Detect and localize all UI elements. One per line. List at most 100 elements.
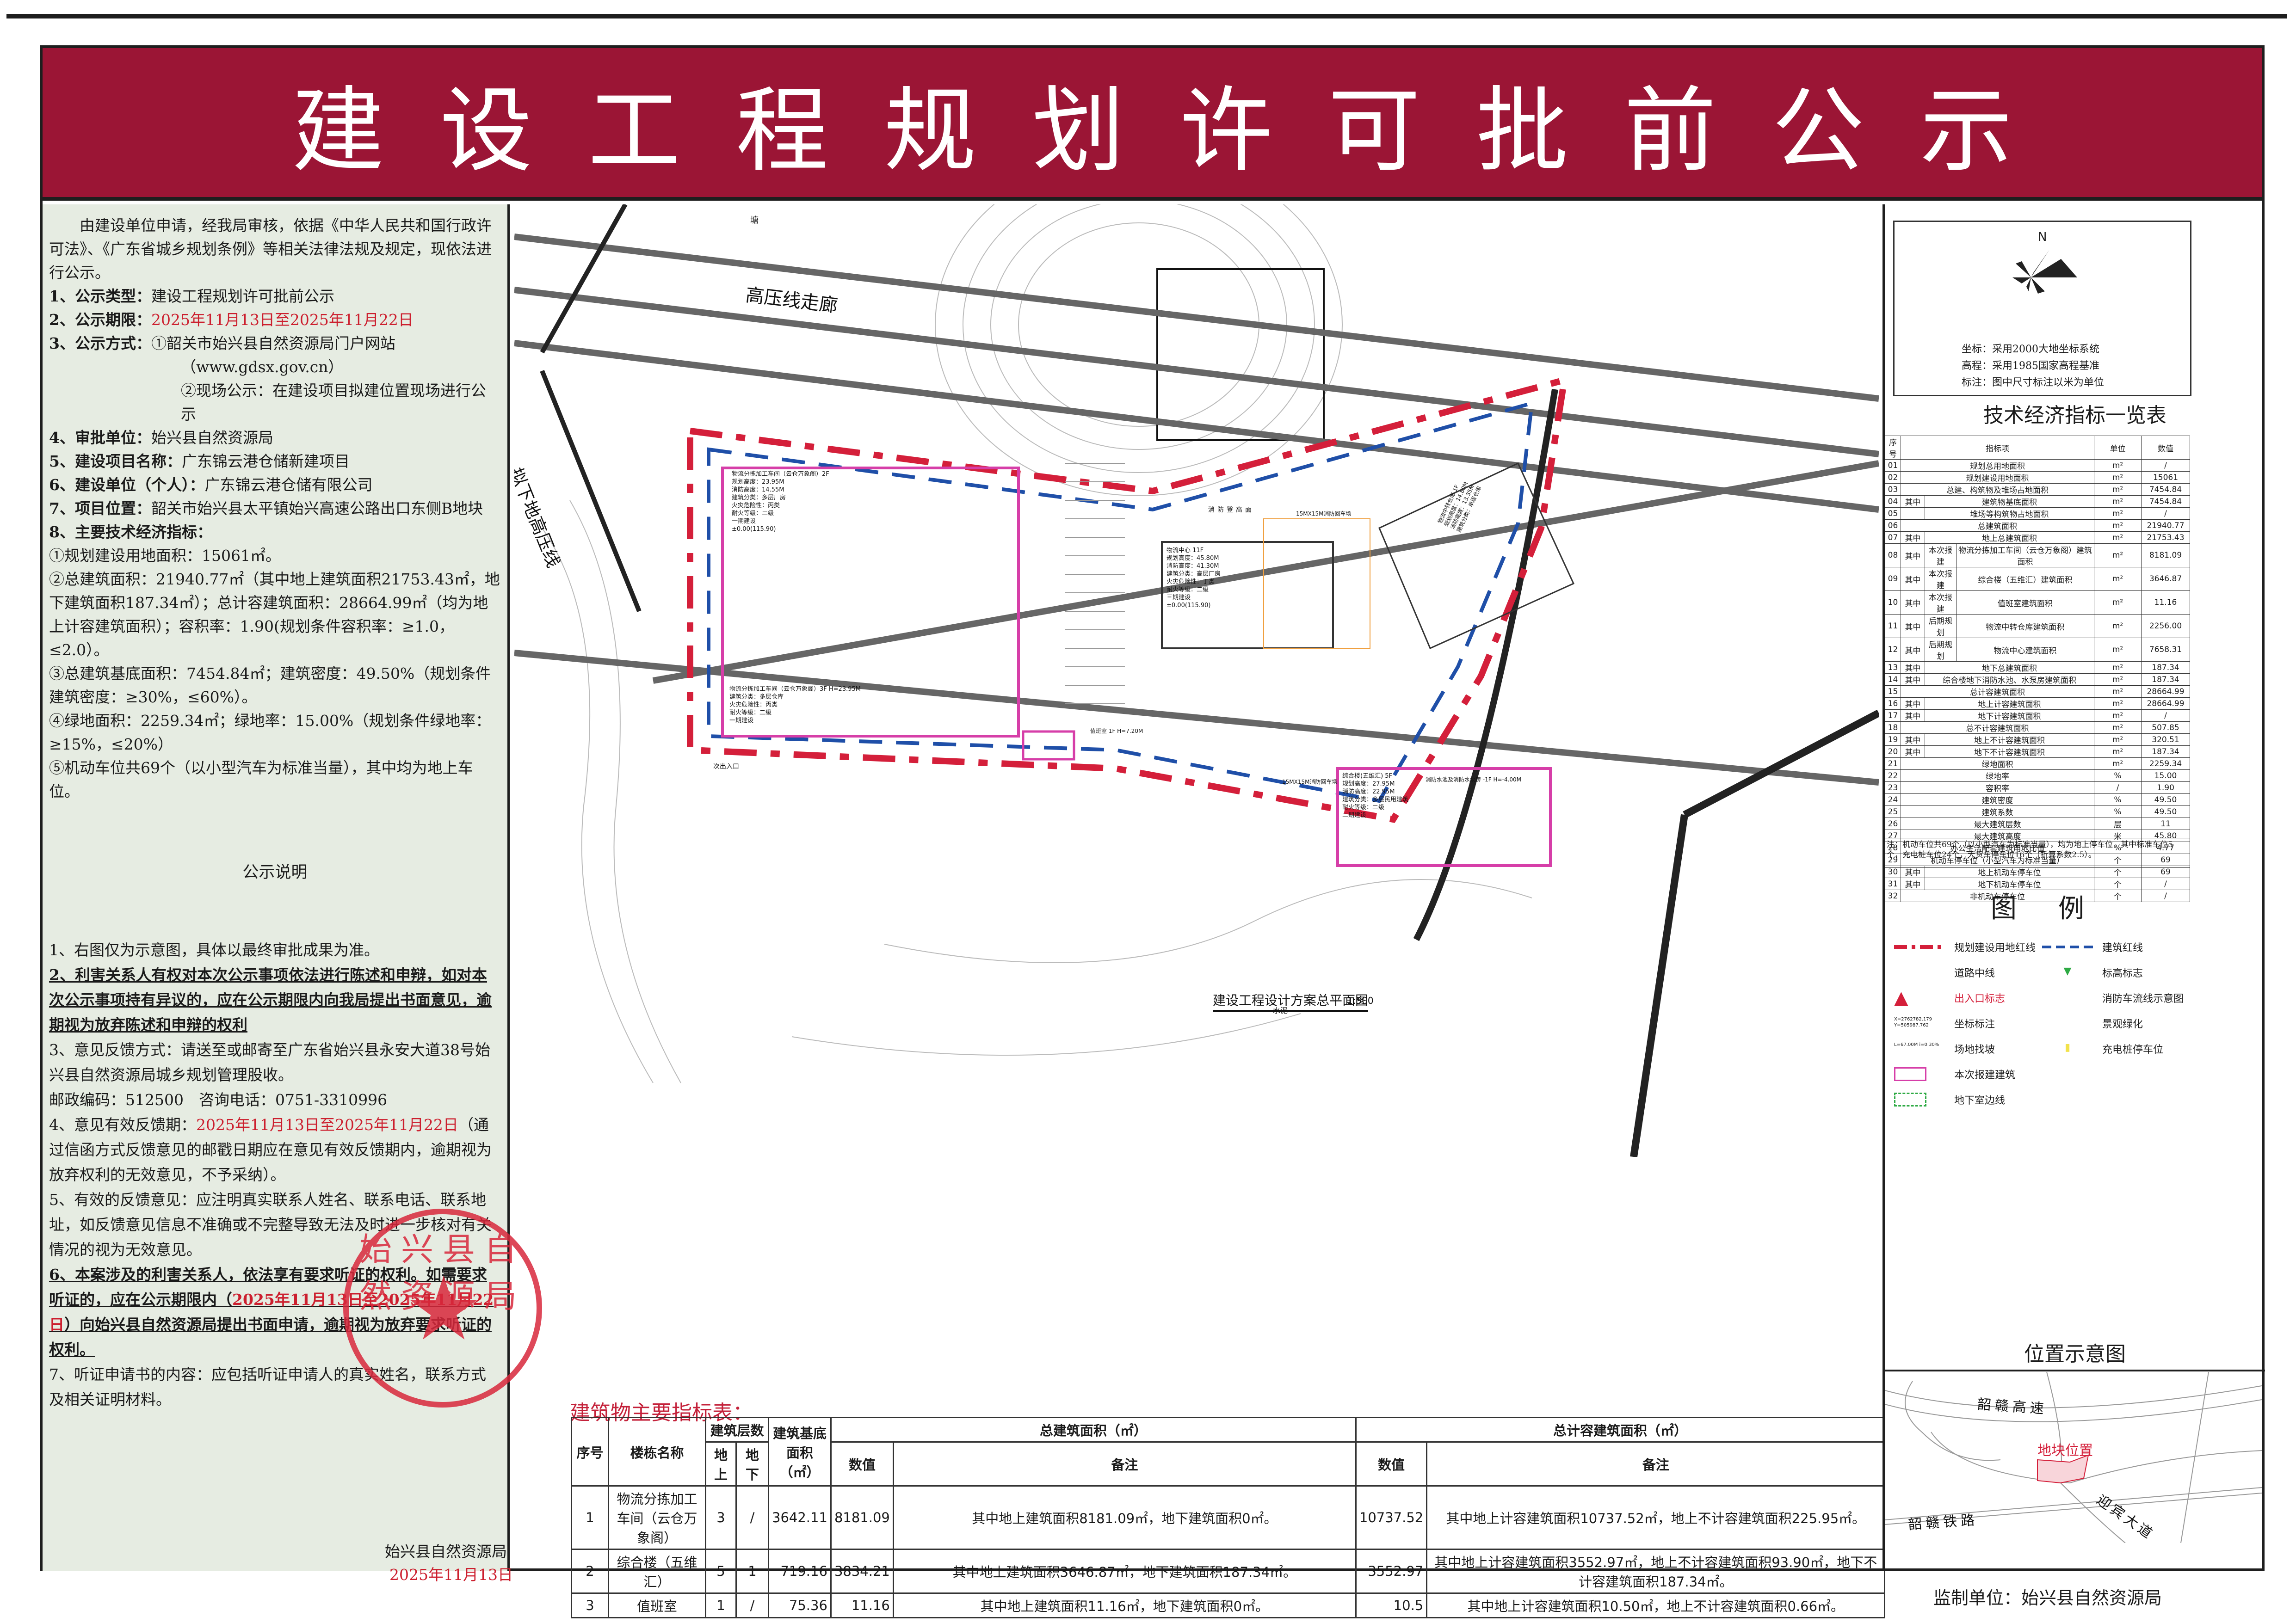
turnaround-label-1: 15MX15M消防回车场: [1296, 510, 1352, 517]
legend-item: 规划建设用地红线: [1894, 940, 2036, 954]
location-map-title: 位置示意图: [1885, 1337, 2265, 1371]
building-transfer-warehouse: [1378, 462, 1574, 649]
top-rule: [6, 14, 2287, 18]
tech-table-note: 注：机动车位共69个（以小型汽车为标准当量），均为地上停车位，其中标准车位5个，…: [1885, 838, 2190, 868]
pond-label: 塘: [750, 215, 759, 225]
location-map: 韶赣高速 韶赣铁路 迎宾大道 地块位置: [1884, 1371, 2262, 1543]
building-label-warehouse-3f: 物流分拣加工车间（云仓万象阁）3F H=23.95M 建筑分类：多层仓库 火灾危…: [729, 686, 861, 724]
indicator-2: ②总建筑面积：21940.77㎡（其中地上建筑面积21753.43㎡，地下建筑面…: [49, 570, 500, 659]
note-2: 2、利害关系人有权对本次公示事项依法进行陈述和申辩，如对本次公示事项持有异议的，…: [49, 966, 492, 1034]
building-label-office: 综合楼(五维汇) 5F 规划高度：27.95M 消防高度：22.95M 建筑分类…: [1342, 773, 1409, 819]
legend-item: 建筑红线: [2042, 940, 2143, 954]
notice-item-type: 1、公示类型：建设工程规划许可批前公示: [49, 287, 334, 305]
building-indicator-table: 序号 楼栋名称 建筑层数 建筑基底面积（㎡） 总建筑面积（㎡） 总计容建筑面积（…: [571, 1417, 1886, 1618]
building-logistics-center: [1161, 541, 1334, 649]
indicator-1: ①规划建设用地面积：15061㎡。: [49, 547, 281, 565]
elevation-marker-icon: ▼: [2063, 965, 2072, 977]
building-label-logistics-center: 物流中心 11F 规划高度：45.80M 消防高度：41.30M 建筑分类：高层…: [1167, 547, 1221, 609]
notice-board: 建设工程规划许可批前公示 由建设单位申请，经我局审核，依据《中华人民共和国行政许…: [40, 45, 2265, 1618]
note-4: 4、意见有效反馈期：2025年11月13日至2025年11月22日（通过信函方式…: [49, 1116, 492, 1184]
signature: 始兴县自然资源局: [385, 1543, 507, 1561]
site-plan: 高压线走廊 拟下地高压线 塘 水泥 物流分拣加工车间（云仓万象阁）2F 规划高度…: [514, 204, 1879, 1157]
plan-scale: 1:500: [1347, 995, 1374, 1006]
notice-text-panel: 由建设单位申请，经我局审核，依据《中华人民共和国行政许可法》、《广东省城乡规划条…: [43, 204, 510, 1571]
period-dates: 2025年11月13日至2025年11月22日: [151, 311, 414, 329]
notes-title: 公示说明: [242, 863, 308, 882]
legend-item: ▮ 充电桩停车位: [2042, 1041, 2163, 1056]
legend-item: ▲ 出入口标志: [1894, 987, 2006, 1008]
legend-item: ▼ 标高标志: [2042, 965, 2143, 980]
note-3: 3、意见反馈方式：请送至或邮寄至广东省始兴县永安大道38号始兴县自然资源局城乡规…: [49, 1041, 490, 1084]
notice-item-approver: 4、审批单位：始兴县自然资源局: [49, 429, 273, 447]
star-icon: ★: [404, 1258, 483, 1360]
location-map-drawing: [1884, 1371, 2262, 1543]
plan-title: 建设工程设计方案总平面图: [1213, 990, 1369, 1012]
legend-item: 道路中线: [1894, 965, 1995, 980]
legend-item: L=67.00M i=0.30% 场地找坡: [1894, 1042, 1995, 1056]
signature-date: 2025年11月13日: [389, 1566, 513, 1584]
north-arrow-box: N 坐标：采用2000大地坐标系统 高程：采用1985国家高程基准 标注：图中尺…: [1893, 221, 2191, 396]
note-1: 1、右图仅为示意图，具体以最终审批成果为准。: [49, 941, 379, 959]
legend-title: 图例: [1991, 894, 2126, 924]
fire-route-icon: [2042, 991, 2093, 1005]
road-centerline-icon: [1894, 965, 1945, 979]
legend-item: 地下室边线: [1894, 1092, 2005, 1107]
official-seal: 始兴县自然资源局 ★: [343, 1209, 542, 1408]
notice-item-location: 7、项目位置：韶关市始兴县太平镇始兴高速公路出口东侧B地块: [49, 499, 483, 517]
site-plan-drawing: [514, 204, 1879, 1157]
table-row: 1 物流分拣加工车间（云仓万象阁） 3 / 3642.11 8181.09 其中…: [571, 1485, 1886, 1550]
notice-intro: 由建设单位申请，经我局审核，依据《中华人民共和国行政许可法》、《广东省城乡规划条…: [49, 216, 492, 282]
seal-text: 始兴县自然资源局: [359, 1230, 526, 1315]
indicator-3: ③总建筑基底面积：7454.84㎡；建筑密度：49.50%（规划条件建筑密度：≥…: [49, 664, 491, 706]
blue-dash-line-icon: [2042, 946, 2093, 948]
page-title: 建设工程规划许可批前公示: [291, 77, 2068, 185]
new-building-box-icon: [1894, 1067, 1926, 1081]
site-location-label: 地块位置: [2037, 1443, 2093, 1459]
notice-item-method: 3、公示方式：①韶关市始兴县自然资源局门户网站: [49, 334, 395, 352]
red-dashdot-line-icon: [1894, 945, 1945, 949]
basement-boundary-icon: [1894, 1093, 1926, 1107]
table-row: 2 综合楼（五维汇） 5 1 719.16 3834.21 其中地上建筑面积36…: [571, 1549, 1886, 1594]
building-office: [1336, 767, 1552, 867]
building-label-warehouse: 物流分拣加工车间（云仓万象阁）2F 规划高度：23.95M 消防高度：14.55…: [732, 471, 829, 533]
website-link[interactable]: （www.gdsx.gov.cn）: [181, 358, 344, 376]
right-panel: N 坐标：采用2000大地坐标系统 高程：采用1985国家高程基准 标注：图中尺…: [1882, 204, 2265, 1571]
footer-supervisor: 监制单位：始兴县自然资源局: [1933, 1588, 2162, 1608]
north-arrow-icon: [2012, 250, 2077, 294]
entrance-triangle-icon: ▲: [1894, 987, 1908, 1008]
legend-item: X=2762782.179 Y=505987.762 坐标标注: [1894, 1017, 1995, 1030]
charging-spot-icon: ▮: [2064, 1042, 2071, 1053]
notice-item-indicators: 8、主要技术经济指标：: [49, 523, 212, 541]
indicator-4: ④绿地面积：2259.34㎡；绿地率：15.00%（规划条件绿地率：≥15%，≤…: [49, 712, 491, 753]
notice-item-onsite: ②现场公示：在建设项目拟建位置现场进行公示: [181, 381, 486, 423]
notice-item-period: 2、公示期限：2025年11月13日至2025年11月22日: [49, 311, 414, 329]
fire-platform-label: 消防登高面: [1208, 506, 1254, 514]
